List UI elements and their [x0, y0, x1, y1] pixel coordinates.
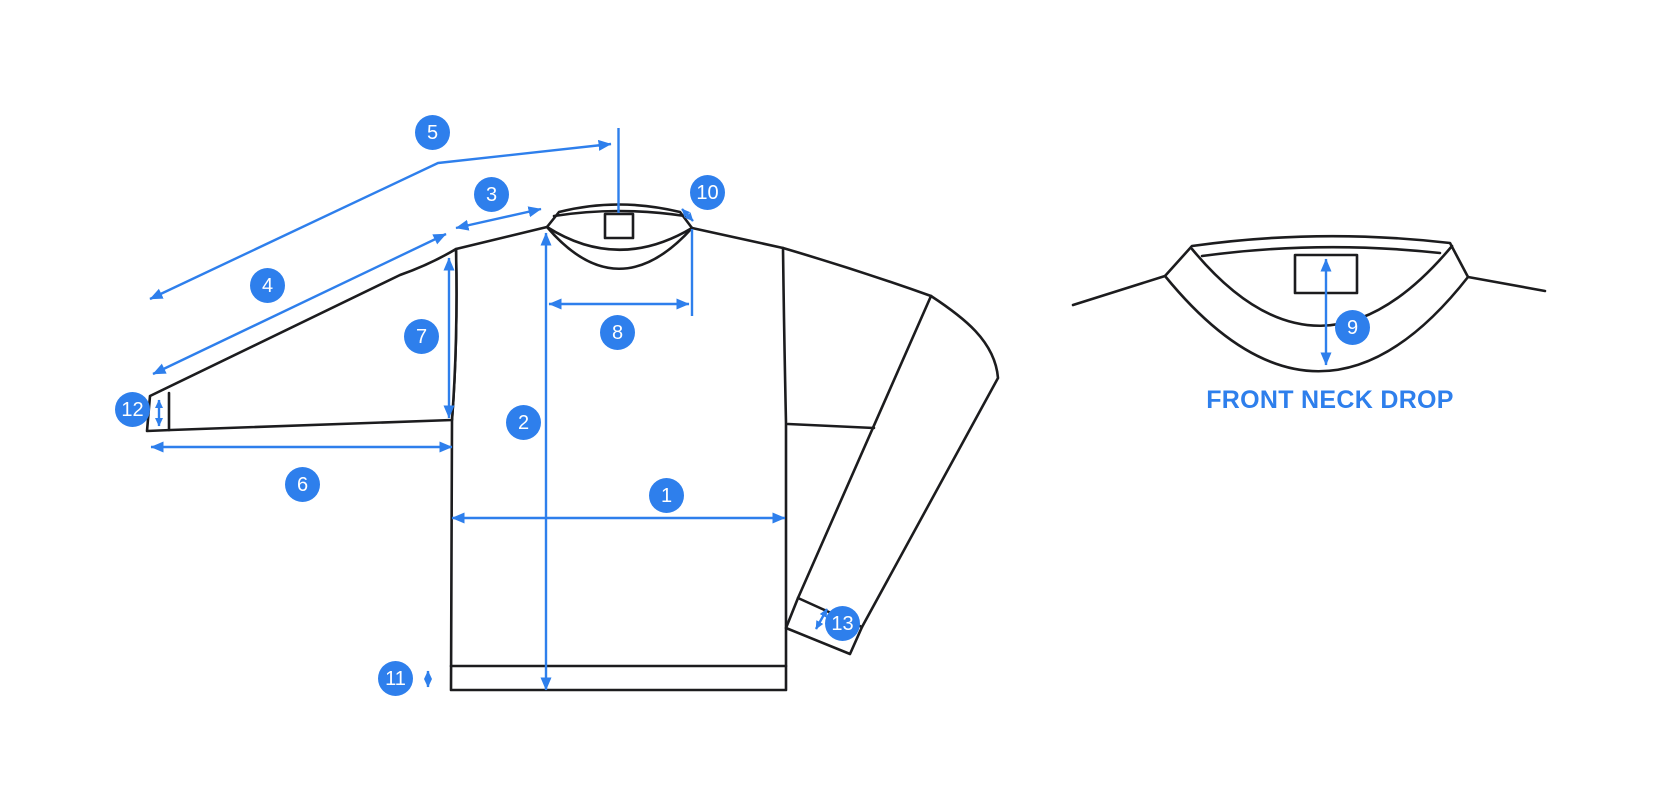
measure-line-10 — [681, 208, 694, 222]
measure-line-13 — [814, 608, 829, 630]
measurement-badge-5: 5 — [415, 115, 450, 150]
right-sleeve-top-edge — [781, 246, 933, 298]
measurement-badge-10: 10 — [690, 175, 725, 210]
measurement-badge-6: 6 — [285, 467, 320, 502]
detail-collar-inner-arc — [1200, 245, 1442, 258]
measurement-badge-4: 4 — [250, 268, 285, 303]
measurement-badge-11: 11 — [378, 661, 413, 696]
detail-collar-band — [1163, 234, 1470, 373]
detail-right-shoulder-line — [1466, 275, 1547, 293]
measure-line-3 — [455, 206, 542, 231]
measurement-badge-2: 2 — [506, 405, 541, 440]
measurement-badge-13: 13 — [825, 606, 860, 641]
measurement-badge-1: 1 — [649, 478, 684, 513]
measurement-badge-12: 12 — [115, 392, 150, 427]
measurement-badge-7: 7 — [404, 319, 439, 354]
measurement-badge-3: 3 — [474, 177, 509, 212]
measurement-badge-9: 9 — [1335, 310, 1370, 345]
neck-detail-view — [1071, 234, 1547, 373]
front-neck-drop-label: FRONT NECK DROP — [1206, 386, 1454, 414]
right-sleeve — [784, 294, 1000, 656]
shirt-body-outline — [449, 203, 788, 692]
measure-line-5 — [149, 139, 612, 301]
measurement-badge-8: 8 — [600, 315, 635, 350]
measurement-lines — [149, 128, 1332, 691]
detail-left-shoulder-line — [1071, 274, 1167, 307]
right-underarm-seam — [786, 422, 876, 430]
neck-label — [603, 212, 635, 240]
